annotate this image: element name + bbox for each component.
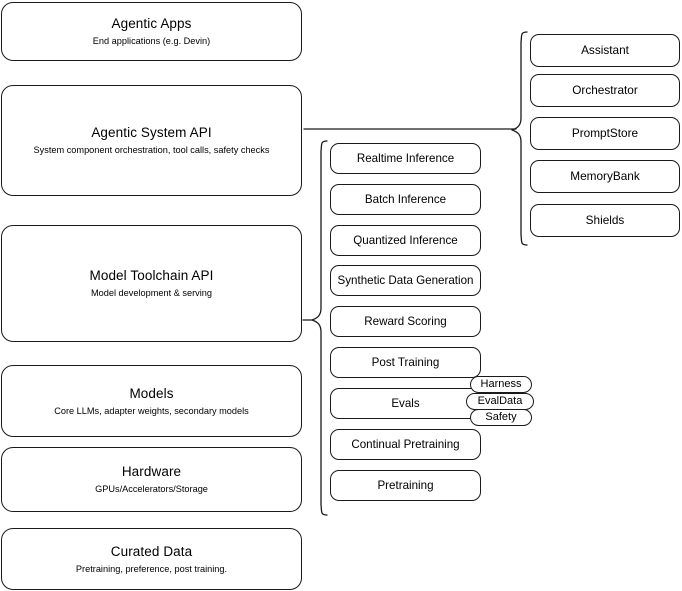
layer-subtitle: GPUs/Accelerators/Storage [95, 484, 208, 494]
layer-box-hardware[interactable]: Hardware GPUs/Accelerators/Storage [1, 447, 302, 512]
toolchain-box-continual-pretraining[interactable]: Continual Pretraining [330, 429, 481, 460]
toolchain-box-realtime-inference[interactable]: Realtime Inference [330, 143, 481, 174]
layer-title: Hardware [121, 464, 182, 479]
eval-pill-safety[interactable]: Safety [470, 409, 532, 426]
toolchain-box-batch-inference[interactable]: Batch Inference [330, 184, 481, 215]
layer-subtitle: Pretraining, preference, post training. [75, 563, 228, 574]
eval-pill-harness[interactable]: Harness [470, 376, 532, 393]
toolchain-label: Evals [391, 397, 420, 410]
toolchain-label: Continual Pretraining [351, 438, 460, 451]
layer-title: Agentic Apps [111, 16, 192, 31]
toolchain-box-evals[interactable]: Evals [330, 388, 481, 419]
toolchain-label: Pretraining [377, 479, 434, 492]
agentic-label: PromptStore [571, 126, 639, 140]
agentic-label: Orchestrator [572, 83, 638, 97]
toolchain-label: Quantized Inference [353, 234, 458, 247]
eval-pill-label: EvalData [477, 395, 523, 407]
agentic-box-assistant[interactable]: Assistant [530, 34, 680, 67]
layer-subtitle: Core LLMs, adapter weights, secondary mo… [54, 405, 249, 416]
layer-title: Models [129, 385, 174, 401]
layer-box-models[interactable]: Models Core LLMs, adapter weights, secon… [1, 365, 302, 437]
eval-pill-label: Harness [480, 378, 522, 390]
layer-subtitle: Model development & serving [90, 288, 213, 298]
agentic-box-shields[interactable]: Shields [530, 204, 680, 237]
agentic-box-orchestrator[interactable]: Orchestrator [530, 74, 680, 107]
toolchain-label: Post Training [371, 356, 440, 369]
layer-subtitle: System component orchestration, tool cal… [33, 145, 270, 155]
eval-pill-label: Safety [485, 411, 517, 423]
layer-title: Agentic System API [91, 125, 212, 140]
agentic-label: Shields [585, 213, 625, 227]
toolchain-label: Synthetic Data Generation [337, 274, 474, 287]
toolchain-box-quantized-inference[interactable]: Quantized Inference [330, 225, 481, 256]
layer-subtitle: End applications (e.g. Devin) [92, 36, 211, 46]
eval-pill-evaldata[interactable]: EvalData [466, 393, 534, 410]
layer-title: Curated Data [110, 543, 193, 559]
layer-box-agentic-system-api[interactable]: Agentic System API System component orch… [1, 85, 302, 196]
toolchain-label: Realtime Inference [356, 152, 455, 165]
toolchain-box-pretraining[interactable]: Pretraining [330, 470, 481, 501]
agentic-box-promptstore[interactable]: PromptStore [530, 117, 680, 150]
layer-box-curated-data[interactable]: Curated Data Pretraining, preference, po… [1, 528, 302, 590]
toolchain-box-reward-scoring[interactable]: Reward Scoring [330, 306, 481, 337]
toolchain-box-post-training[interactable]: Post Training [330, 347, 481, 378]
agentic-label: Assistant [581, 43, 629, 57]
layer-box-agentic-apps[interactable]: Agentic Apps End applications (e.g. Devi… [1, 2, 302, 61]
layer-title: Model Toolchain API [89, 268, 214, 283]
toolchain-label: Reward Scoring [364, 315, 447, 328]
layer-box-model-toolchain-api[interactable]: Model Toolchain API Model development & … [1, 225, 302, 342]
toolchain-label: Batch Inference [364, 193, 447, 206]
brace-toolchain [311, 140, 328, 516]
brace-agentic [511, 31, 528, 246]
agentic-box-memorybank[interactable]: MemoryBank [530, 160, 680, 193]
toolchain-box-synthetic-data-generation[interactable]: Synthetic Data Generation [330, 265, 481, 296]
agentic-label: MemoryBank [570, 169, 640, 183]
